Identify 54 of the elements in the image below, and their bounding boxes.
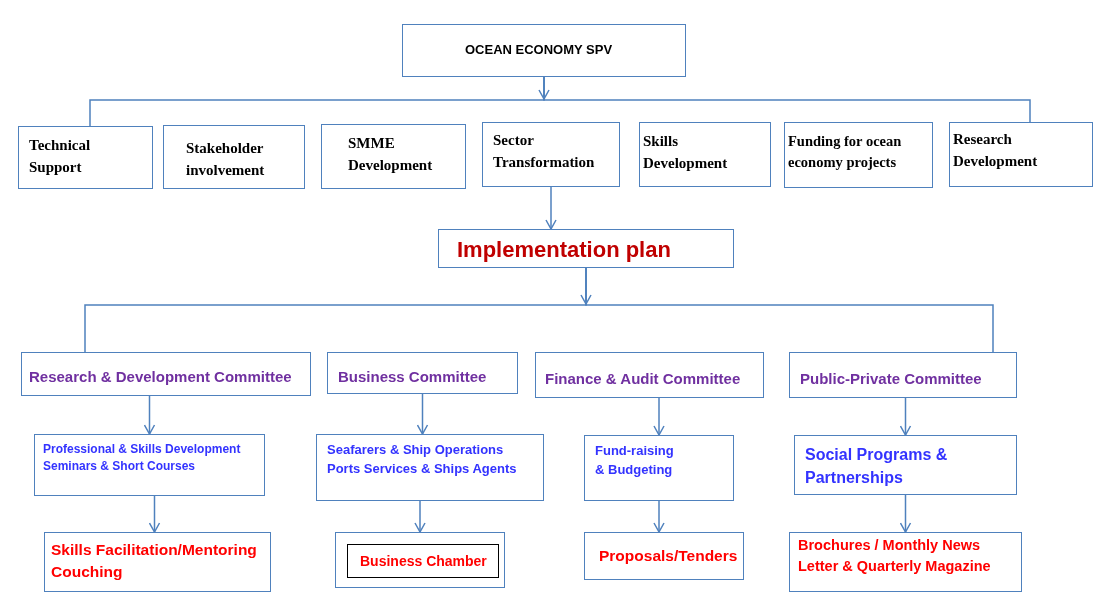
unit-box [321,124,466,189]
connector [585,267,994,353]
unit-box [18,126,153,189]
box-label: Finance & Audit Committee [545,369,742,389]
plan-box [438,229,734,268]
arrow [414,500,426,533]
unit-box [44,532,271,592]
arrow [148,495,161,533]
box-label: Skills Facilitation/Mentoring Couching [51,540,258,583]
box-label: Business Chamber [360,552,488,571]
box-label: Brochures / Monthly News Letter & Quarterly Magazine [798,536,992,576]
box-label: Stakeholder involvement [186,139,266,180]
box-label: Public-Private Committee [800,369,983,389]
box-label: SMME Development [348,134,434,175]
arrow [416,393,429,435]
box-label: Business Committee [338,367,488,387]
box-label: Funding for ocean economy projects [788,132,903,172]
unit-box [482,122,620,187]
box-label: Technical Support [29,136,92,177]
unit-box [789,352,1017,398]
unit-box [327,352,518,394]
arrow [653,397,665,436]
unit-box [21,352,311,396]
box-label: Fund-raising & Budgeting [595,442,675,479]
connector [543,76,1031,123]
box-label: Sector Transformation [493,131,596,172]
box-label: Skills Development [643,132,729,173]
inner-box [347,544,499,578]
arrow [653,500,665,533]
arrow [899,494,912,533]
unit-box [794,435,1017,495]
box-label: Seafarers & Ship Operations Ports Services & Ships Agents [327,441,518,478]
unit-box [34,434,265,496]
box-label: Research Development [953,130,1039,171]
box-label: Social Programs & Partnerships [805,445,949,489]
unit-box [789,532,1022,592]
unit-box [949,122,1093,187]
unit-box [639,122,771,187]
unit-box [584,532,744,580]
unit-box [535,352,764,398]
org-box [402,24,686,77]
box-label: Proposals/Tenders [599,546,739,566]
unit-box [316,434,544,501]
arrow [545,186,557,230]
box-label: Research & Development Committee [29,367,293,387]
unit-box [335,532,505,588]
box-label: OCEAN ECONOMY SPV [465,41,614,59]
arrow [143,395,156,435]
box-label: Professional & Skills Development Seminars & Short Courses [43,441,242,476]
arrow [899,397,912,436]
unit-box [163,125,305,189]
unit-box [584,435,734,501]
unit-box [784,122,933,188]
box-label: Implementation plan [457,236,672,264]
